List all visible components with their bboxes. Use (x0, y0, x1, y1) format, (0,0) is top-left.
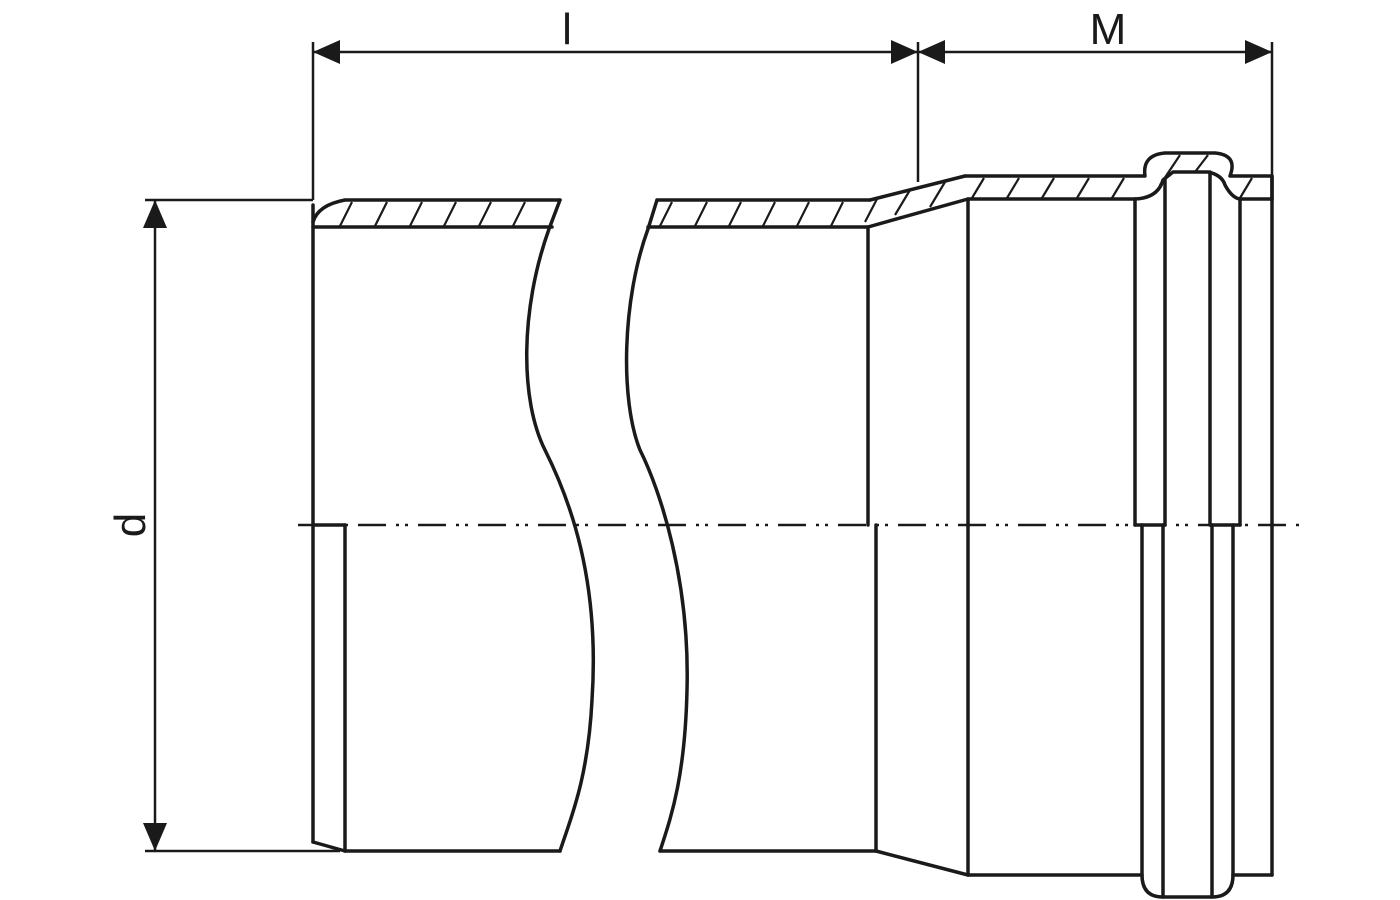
arrowhead-icon (918, 40, 945, 64)
arrowhead-icon (891, 40, 918, 64)
pipe-right-segment (624, 151, 1274, 899)
arrowhead-icon (1245, 40, 1272, 64)
arrowhead-icon (313, 40, 340, 64)
label-l: l (562, 5, 572, 54)
dimension-diameter: d (106, 198, 340, 853)
dimension-socket: M (918, 5, 1274, 870)
hatching (659, 154, 1253, 227)
dimension-length: l (311, 5, 920, 200)
label-m: M (1090, 5, 1127, 54)
hatching (339, 201, 526, 227)
arrowhead-icon (143, 823, 167, 851)
pipe-left-segment (311, 198, 596, 853)
label-d: d (106, 513, 155, 537)
arrowhead-icon (143, 200, 167, 228)
